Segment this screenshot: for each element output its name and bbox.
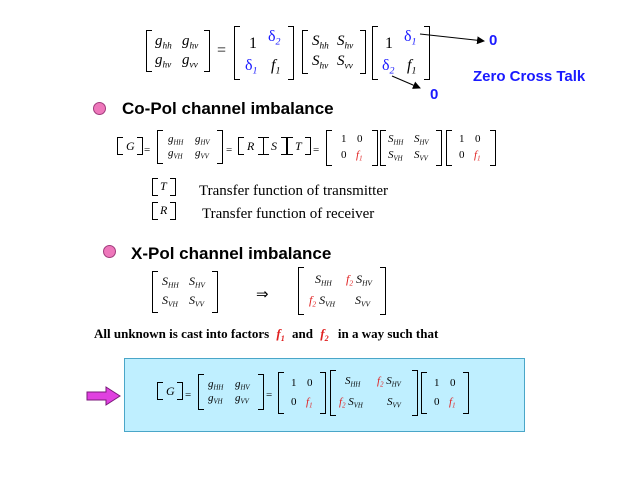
arrow-to-zero-right <box>419 33 485 45</box>
final-g-bracket: G <box>157 382 183 400</box>
statement-f2: f2 <box>320 326 329 343</box>
g-hv-2: g <box>155 52 163 68</box>
arrow-to-zero-below <box>391 75 421 89</box>
copol-t-matrix: 1 0 0 f1 <box>446 130 496 166</box>
xpol-modified-matrix: SHH f2 SHV f2 SVH SVV <box>298 267 386 315</box>
pointer-arrow-icon <box>86 386 121 406</box>
tx-21: δ2 <box>382 57 395 77</box>
s-vv: Svv <box>337 53 353 72</box>
legend-t-bracket: T <box>152 178 176 196</box>
g-vv: g <box>182 52 190 68</box>
xpol-original-matrix: SHH SHV SVH SVV <box>152 271 218 313</box>
copol-eq3: = <box>313 144 320 156</box>
final-r-matrix: 1 0 0 f1 <box>278 372 326 414</box>
g-hh: g <box>155 33 163 49</box>
copol-g-symbol: G <box>126 139 135 153</box>
zero-cross-talk-label: Zero Cross Talk <box>473 68 586 85</box>
s-hv: Shv <box>337 33 354 52</box>
copol-t-bracket: T <box>287 137 311 155</box>
transmitter-matrix: 1 δ1 δ2 f1 <box>372 26 430 80</box>
legend-r-bracket: R <box>152 202 176 220</box>
final-s-matrix: SHH f2 SHV f2 SVH SVV <box>330 370 418 416</box>
rx-12: δ2 <box>268 28 281 48</box>
xpol-heading: X-Pol channel imbalance <box>131 244 332 263</box>
tx-12: δ1 <box>404 28 417 48</box>
implies-arrow: ⇒ <box>256 287 269 303</box>
xpol-bullet <box>103 245 116 258</box>
receiver-matrix: 1 δ2 δ1 f1 <box>234 26 294 80</box>
copol-r-bracket: R <box>238 137 264 155</box>
tx-11: 1 <box>385 35 393 52</box>
copol-s-matrix: SHH SHV SVH SVV <box>380 130 442 166</box>
final-g-matrix: gHH gHV gVH gVV <box>198 374 264 410</box>
copol-r-matrix: 1 0 0 f1 <box>326 130 378 166</box>
copol-g-matrix: gHH gHV gVH gVV <box>157 130 223 164</box>
legend-t-text: Transfer function of transmitter <box>199 183 388 199</box>
rx-21: δ1 <box>245 57 258 77</box>
tx-22: f1 <box>407 57 417 77</box>
copol-eq1: = <box>144 144 151 156</box>
copol-heading: Co-Pol channel imbalance <box>122 99 334 118</box>
final-equation-box: G = gHH gHV gVH gVV = 1 0 0 f1 SHH f2 SH… <box>124 358 525 432</box>
s-hv-2: Shv <box>312 53 329 72</box>
g-hv: g <box>182 33 190 49</box>
s-hh: Shh <box>312 33 329 52</box>
copol-g-bracket: G <box>117 137 143 155</box>
statement-f1: f1 <box>276 326 285 343</box>
zero-right: 0 <box>489 32 498 49</box>
copol-eq2: = <box>226 144 233 156</box>
statement: All unknown is cast into factors f1 and … <box>94 326 439 343</box>
final-t-matrix: 1 0 0 f1 <box>421 372 469 414</box>
zero-below: 0 <box>430 86 439 103</box>
scattering-matrix: Shh Shv Shv Svv <box>302 30 366 74</box>
copol-bullet <box>93 102 106 115</box>
g-matrix: ghh ghv ghv gvv <box>146 30 210 72</box>
rx-11: 1 <box>249 35 257 52</box>
rx-22: f1 <box>271 57 281 77</box>
legend-r-text: Transfer function of receiver <box>202 206 375 222</box>
equals-sign: = <box>217 42 227 59</box>
copol-s-bracket: S <box>263 137 287 155</box>
